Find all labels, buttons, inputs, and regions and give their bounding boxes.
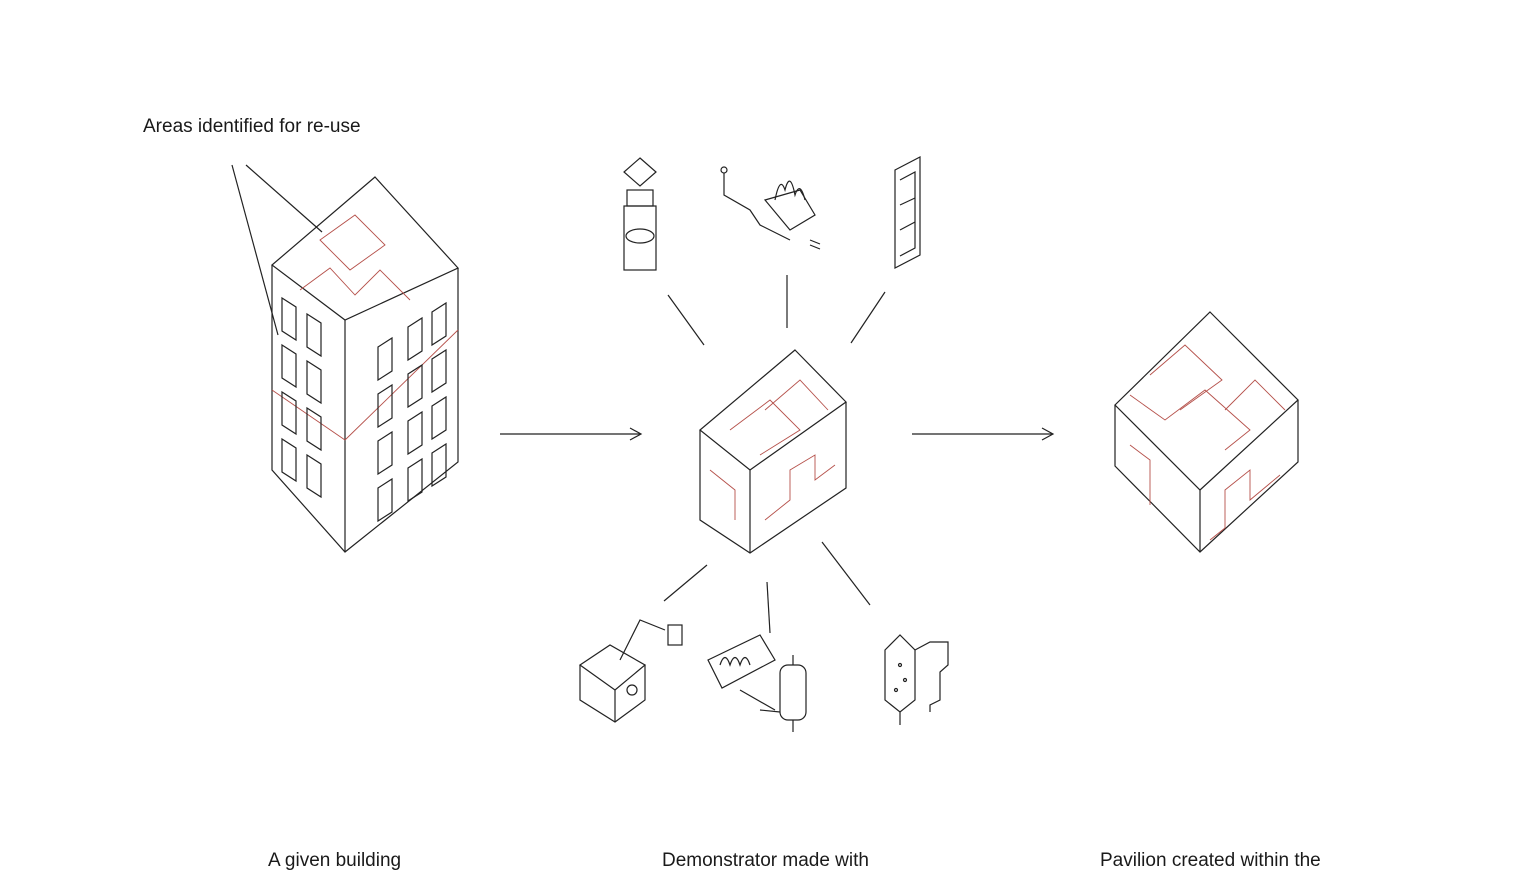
annotation-leaders — [231, 164, 323, 336]
arrow-right-icon — [500, 427, 643, 441]
arrow-right-icon — [912, 427, 1055, 441]
connector-lines — [663, 275, 886, 634]
component-icon-tank — [578, 619, 683, 723]
component-icon-reactor — [884, 634, 949, 725]
demonstrator-block — [699, 349, 847, 554]
component-icon-panel — [894, 156, 921, 269]
annotation-label: Areas identified for re-use — [143, 116, 361, 137]
component-icon-filter — [623, 157, 657, 271]
given-building — [271, 176, 459, 553]
pavilion-cube — [1114, 311, 1299, 553]
component-icon-planter — [720, 166, 821, 250]
component-icon-heat-exchanger — [707, 634, 807, 732]
